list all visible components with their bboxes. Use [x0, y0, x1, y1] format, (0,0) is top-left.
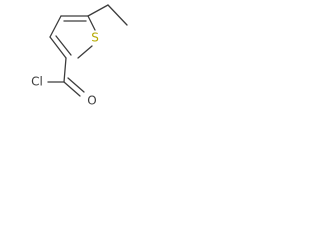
bond-ethyl-c5-ch2 [87, 4, 109, 17]
bond-carbonyl-o-double [67, 77, 85, 93]
atom-label-chlorine: Cl [31, 75, 43, 89]
bond-carbonyl-o [63, 81, 81, 97]
molecule-structure: S Cl O [31, 4, 128, 108]
bond-ring-c5-s [87, 15, 96, 31]
bond-ring-s-c2 [77, 45, 93, 59]
bond-ring-c3-c4 [49, 15, 62, 38]
bond-ring-c2-c3-inner [55, 35, 72, 56]
atom-label-sulfur: S [91, 31, 99, 45]
bond-c2-carbonyl [63, 57, 67, 83]
atom-label-oxygen: O [87, 94, 96, 108]
bond-ring-c2-c3 [49, 36, 67, 59]
bond-ethyl-ch2-ch3 [107, 4, 128, 26]
